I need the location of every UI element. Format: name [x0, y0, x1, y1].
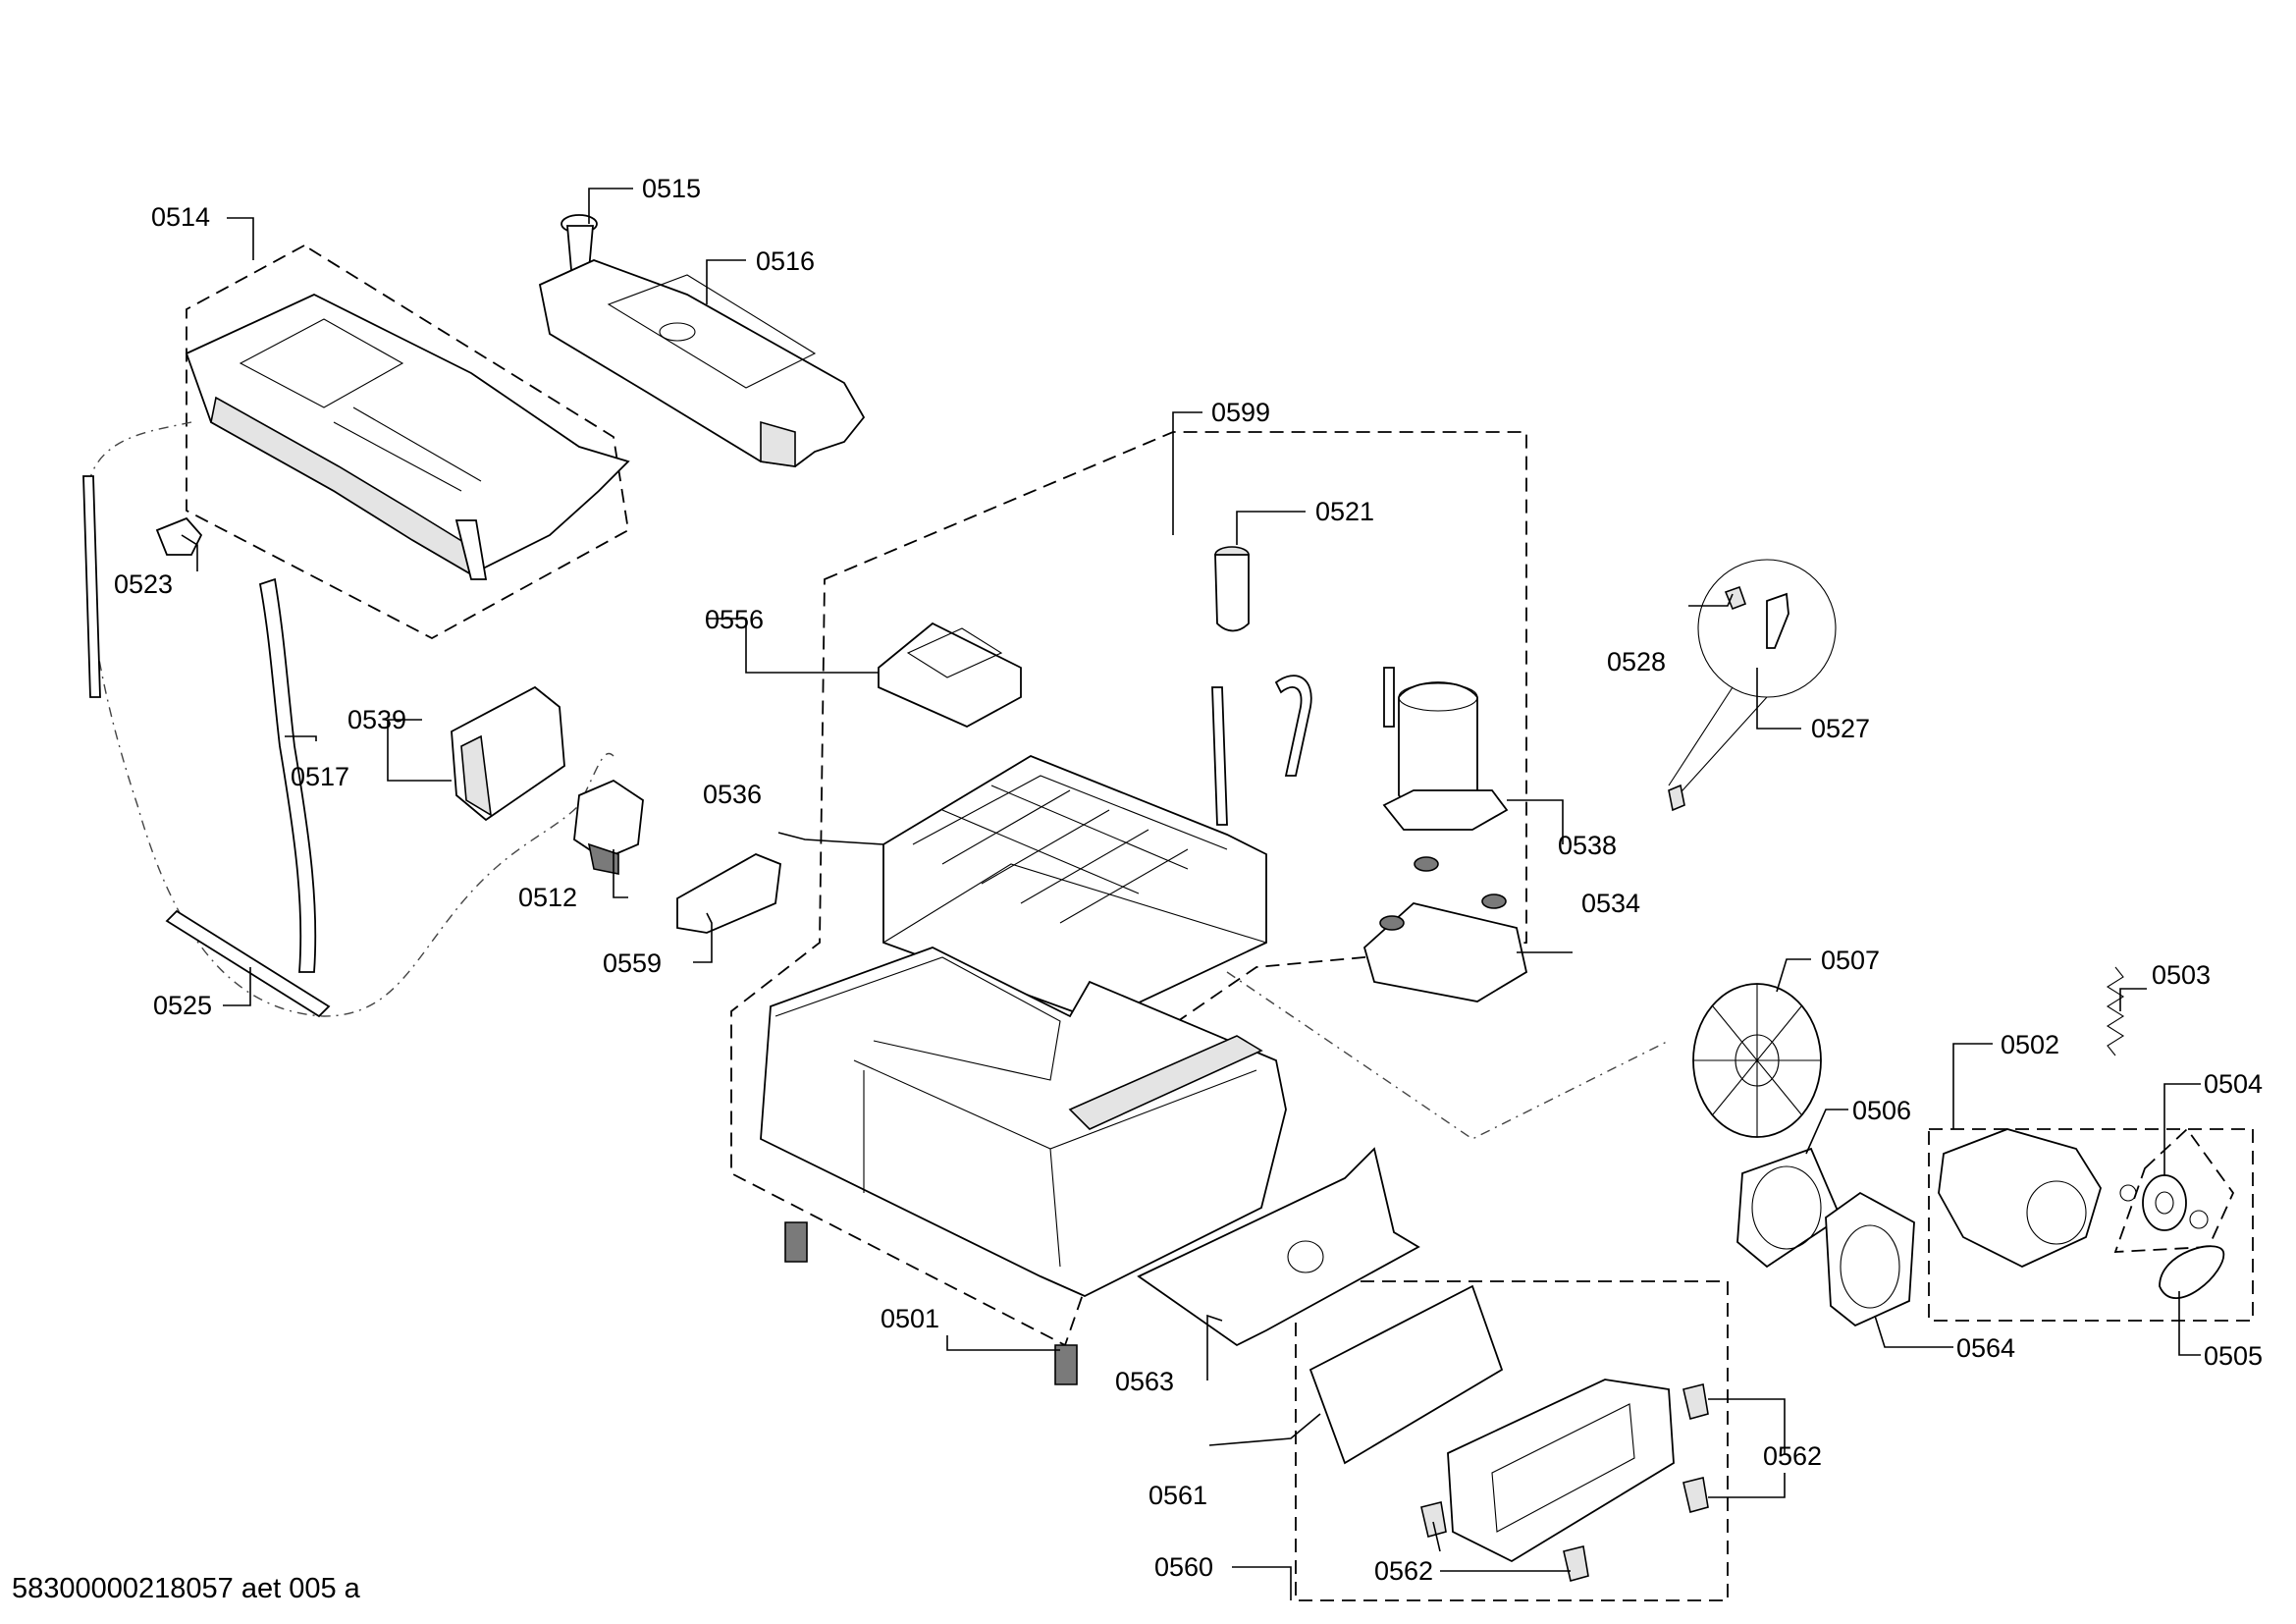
motor-part: [1938, 1128, 2102, 1268]
clip-part: [155, 516, 203, 556]
parts: [82, 214, 2224, 1582]
container-lid-part: [538, 259, 866, 467]
clip-part-b: [1682, 1477, 1709, 1513]
water-container-part: [185, 294, 630, 580]
callout-0563: 0563: [1115, 1367, 1174, 1396]
callout-0505: 0505: [2204, 1341, 2263, 1371]
callout-0536: 0536: [703, 780, 762, 809]
fan-housing-part: [1736, 1147, 1842, 1269]
callout-0538: 0538: [1558, 831, 1617, 860]
duct-part: [1447, 1379, 1675, 1563]
callout-0523: 0523: [114, 569, 173, 599]
callout-0525: 0525: [153, 991, 212, 1020]
sensor-part: [676, 853, 781, 934]
callout-0527: 0527: [1811, 714, 1870, 743]
callout-0515: 0515: [642, 174, 701, 203]
bracket-part: [451, 685, 565, 822]
spring-part: [2106, 966, 2125, 1056]
callout-0561: 0561: [1148, 1481, 1207, 1510]
drain-hose-part: [258, 577, 317, 973]
callout-0504: 0504: [2204, 1069, 2263, 1099]
callout-0562-a: 0562: [1763, 1441, 1822, 1471]
callout-0539: 0539: [347, 705, 406, 734]
callout-0501: 0501: [881, 1304, 939, 1333]
clip-part-d: [1563, 1545, 1589, 1582]
callout-0512: 0512: [518, 883, 577, 912]
hose-left-part: [82, 475, 101, 698]
foot-part-left: [784, 1221, 808, 1263]
callout-0517: 0517: [291, 762, 349, 791]
leader-lines: [181, 188, 2201, 1600]
callout-0503: 0503: [2152, 960, 2211, 990]
temperature-sensor-part: [1766, 592, 1789, 649]
belt-part: [2159, 1245, 2224, 1299]
clip-part-a: [1682, 1383, 1709, 1420]
callout-0516: 0516: [756, 246, 815, 276]
detail-clip-part: [1724, 585, 1747, 611]
compressor-part: [1382, 667, 1509, 831]
hose-bottom-part: [165, 909, 331, 1018]
callout-0564: 0564: [1956, 1333, 2015, 1363]
capacitor-part: [1214, 546, 1250, 632]
electronics-box-part: [878, 622, 1022, 729]
pulley-part: [2119, 1174, 2209, 1231]
callout-0502: 0502: [2001, 1030, 2059, 1059]
callout-0556: 0556: [705, 605, 764, 634]
fan-wheel-part: [1692, 983, 1822, 1138]
callout-0506: 0506: [1852, 1096, 1911, 1125]
callout-0599: 0599: [1211, 398, 1270, 427]
document-id: 58300000218057 aet 005 a: [12, 1573, 361, 1604]
callout-labels: 0514 0515 0516 0599 0521 0556 0523 0539 …: [114, 174, 2263, 1586]
filter-plate-part: [1308, 1284, 1504, 1465]
cover-part: [1137, 1147, 1420, 1347]
callout-0559: 0559: [603, 948, 662, 978]
inlet-funnel-part: [561, 214, 598, 271]
callout-0514: 0514: [151, 202, 210, 232]
pump-part: [573, 779, 644, 875]
callout-0534: 0534: [1581, 889, 1640, 918]
base-housing-part: [760, 947, 1287, 1297]
blower-part: [1825, 1191, 1915, 1327]
callout-0562-b: 0562: [1374, 1556, 1433, 1586]
callout-0521: 0521: [1315, 497, 1374, 526]
callout-0507: 0507: [1821, 946, 1880, 975]
foot-part-right: [1054, 1344, 1078, 1385]
callout-0528: 0528: [1607, 647, 1666, 677]
clip-part-c: [1420, 1501, 1447, 1538]
callout-0560: 0560: [1154, 1552, 1213, 1582]
mounting-plate-part: [1362, 856, 1528, 1002]
